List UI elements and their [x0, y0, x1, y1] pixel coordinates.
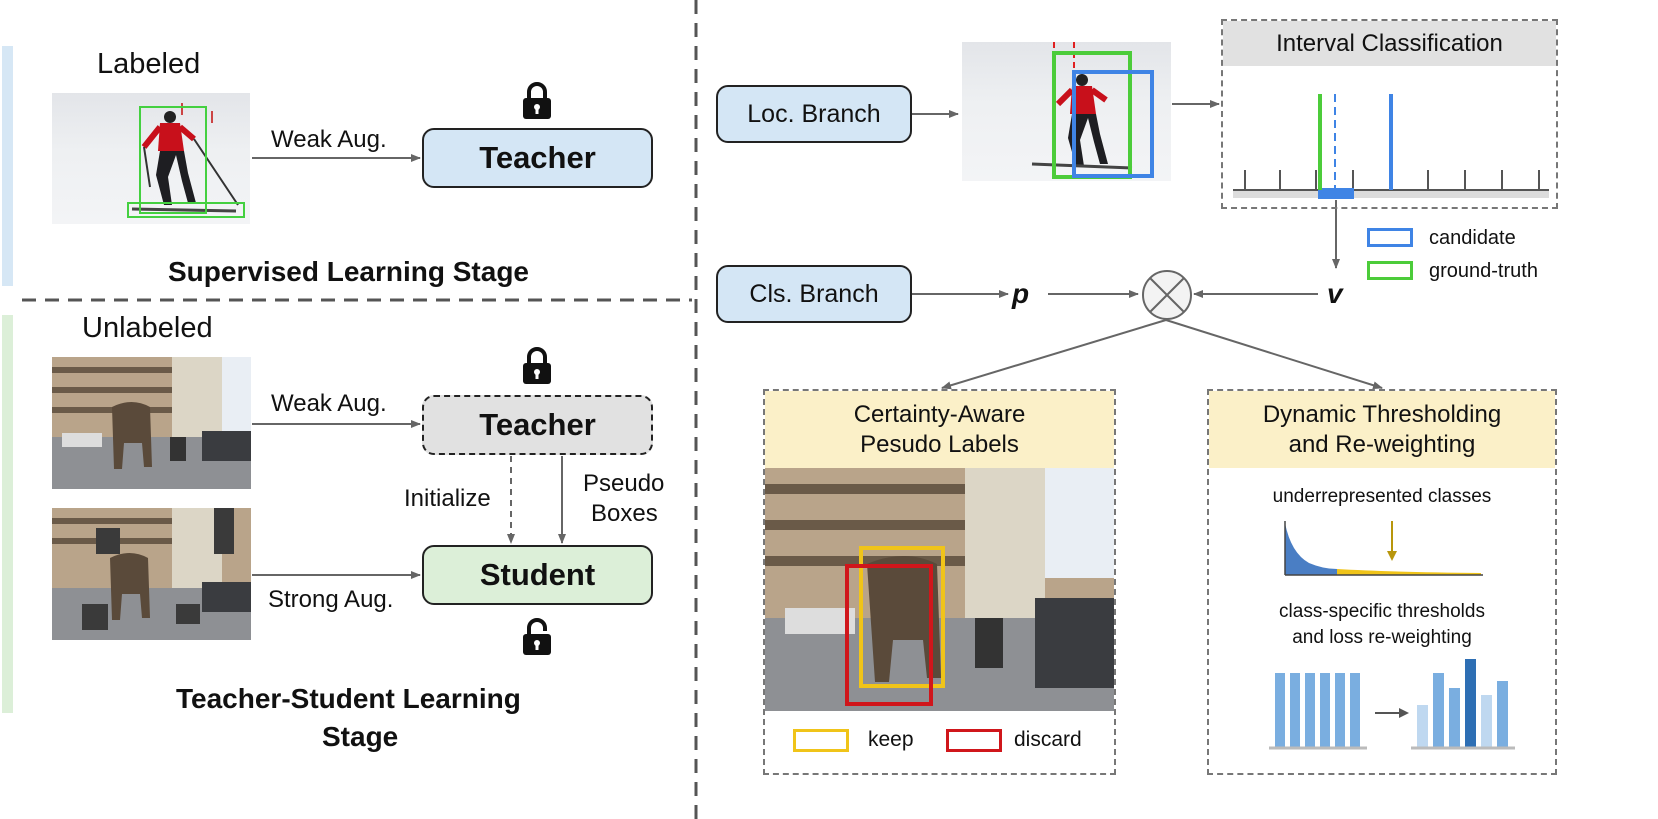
underrepresented-label: underrepresented classes [1272, 486, 1492, 507]
p-symbol: p [1012, 278, 1030, 309]
keep-swatch [793, 729, 849, 752]
stage-bar-teacher-student [2, 315, 13, 713]
pseudo-boxes-label-1: Pseudo [583, 470, 665, 497]
unlabeled-street-photo-strong [52, 508, 251, 640]
discard-swatch [946, 729, 1002, 752]
teacher-box-supervised: Teacher [422, 128, 653, 188]
legend-ground-truth-label: ground-truth [1429, 260, 1538, 282]
loc-branch-box: Loc. Branch [716, 85, 912, 143]
student-label: Student [479, 557, 596, 592]
discard-label: discard [1014, 728, 1082, 751]
labeled-label: Labeled [97, 48, 201, 80]
pseudo-boxes-label-2: Boxes [591, 500, 658, 527]
unlabeled-street-photo-weak [52, 357, 251, 489]
long-tail-distribution [1284, 521, 1483, 576]
lock-closed-icon [520, 346, 554, 386]
interval-axis [1233, 94, 1549, 199]
legend-ground-truth-swatch [1367, 261, 1413, 280]
teacher-label-supervised: Teacher [479, 140, 596, 175]
interval-classification-panel: Interval Classification [1221, 19, 1558, 209]
certainty-aware-panel: Certainty-Aware Pesudo Labels keep disca… [763, 389, 1116, 775]
lock-open-icon [520, 617, 554, 657]
certainty-street-photo [765, 468, 1114, 711]
weak-aug-label-supervised: Weak Aug. [271, 126, 387, 153]
strong-aug-label: Strong Aug. [268, 586, 394, 613]
labeled-skier-photo [52, 93, 250, 224]
right-connectors [912, 100, 1383, 390]
dynamic-thresholding-panel: Dynamic Thresholding and Re-weighting un… [1207, 389, 1557, 775]
supervised-stage-title: Supervised Learning Stage [168, 256, 529, 287]
cls-branch-label: Cls. Branch [749, 279, 879, 308]
teacher-student-stage-title-1: Teacher-Student Learning [176, 683, 521, 714]
dynamic-title-1: Dynamic Thresholding [1262, 400, 1502, 428]
v-symbol: v [1327, 278, 1343, 309]
teacher-box-frozen: Teacher [422, 395, 653, 455]
legend-candidate-label: candidate [1429, 227, 1516, 249]
dynamic-title-2: and Re-weighting [1288, 430, 1476, 458]
stage-bar-supervised [2, 46, 13, 286]
class-specific-label-2: and loss re-weighting [1292, 627, 1472, 648]
certainty-title-2: Pesudo Labels [860, 430, 1019, 458]
student-box: Student [422, 545, 653, 605]
loc-skier-photo [962, 42, 1171, 181]
initialize-label: Initialize [404, 485, 491, 512]
teacher-student-stage-title-2: Stage [322, 721, 399, 752]
certainty-title-1: Certainty-Aware [853, 400, 1026, 428]
column-divider [694, 0, 698, 819]
reweighting-bars [1269, 659, 1515, 750]
legend-candidate-swatch [1367, 228, 1413, 247]
dynamic-header: Dynamic Thresholding and Re-weighting [1209, 391, 1555, 468]
keep-label: keep [868, 728, 914, 751]
teacher-label-frozen: Teacher [479, 407, 596, 442]
left-connectors [22, 154, 692, 579]
cls-branch-box: Cls. Branch [716, 265, 912, 323]
interval-title: Interval Classification [1276, 29, 1503, 57]
interval-title-bar: Interval Classification [1223, 21, 1556, 66]
weak-aug-label-unlabeled: Weak Aug. [271, 390, 387, 417]
loc-branch-label: Loc. Branch [747, 99, 881, 128]
lock-closed-icon [520, 81, 554, 121]
class-specific-label-1: class-specific thresholds [1279, 601, 1485, 622]
certainty-aware-header: Certainty-Aware Pesudo Labels [765, 391, 1114, 468]
multiply-circle-icon [1141, 269, 1193, 326]
unlabeled-label: Unlabeled [82, 312, 213, 344]
